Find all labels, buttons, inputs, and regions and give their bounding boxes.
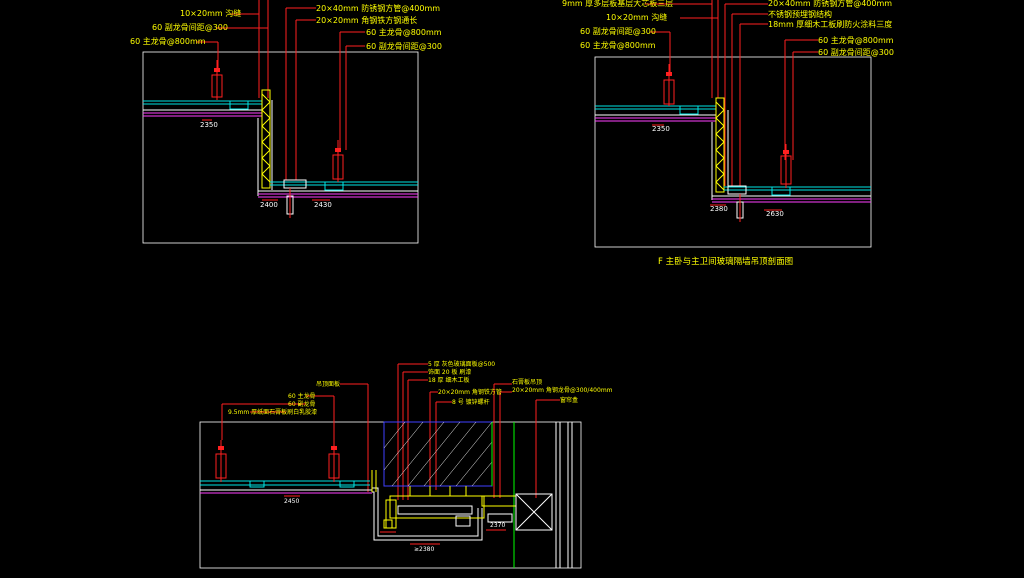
detail-a-label-7: 60 副龙骨间距@300 xyxy=(366,41,442,51)
detail-c xyxy=(199,363,582,569)
detail-b xyxy=(594,0,872,248)
detail-c-beam xyxy=(383,421,515,568)
detail-b-dim-2: 2380 xyxy=(710,205,728,213)
detail-b-leaders xyxy=(645,0,818,186)
detail-a-step-wall xyxy=(257,89,273,196)
detail-c-label-right-1: 石膏板吊顶 xyxy=(512,378,542,386)
detail-c-dim-2: 2370 xyxy=(490,522,505,529)
detail-c-accents xyxy=(371,470,377,492)
detail-b-step-wall xyxy=(711,97,729,200)
detail-b-labels: 9mm 厚多层板基层大芯板三层 10×20mm 沟缝 60 副龙骨间距@300 … xyxy=(562,0,894,267)
detail-b-dim-markers xyxy=(652,124,782,211)
detail-c-dim-1: 2450 xyxy=(284,498,299,505)
detail-c-label-left-4: 9.5mm 厚纸面石膏板刷白乳胶漆 xyxy=(228,408,317,416)
detail-c-label-left-2: 60 主龙骨 xyxy=(288,392,316,400)
detail-a-labels: 10×20mm 沟缝 60 副龙骨间距@300 60 主龙骨@800mm 20×… xyxy=(130,3,442,209)
detail-b-label-3: 60 副龙骨间距@300 xyxy=(580,26,656,36)
detail-b-upper-ceiling xyxy=(595,64,716,122)
detail-a-dim-markers xyxy=(202,119,330,201)
detail-a-leaders xyxy=(196,0,365,180)
detail-b-frame xyxy=(594,56,872,248)
detail-b-lower-ceiling xyxy=(712,144,871,222)
detail-b-hanger-1 xyxy=(663,64,675,106)
detail-c-label-left-3: 60 副龙骨 xyxy=(288,400,316,408)
detail-a-label-6: 60 主龙骨@800mm xyxy=(366,27,442,37)
detail-b-caption: F 主卧与主卫间玻璃隔墙吊顶剖面图 xyxy=(658,256,793,267)
detail-a-hanger-2 xyxy=(332,140,344,182)
detail-b-label-8: 60 主龙骨@800mm xyxy=(818,35,894,45)
detail-a-label-4: 20×40mm 防锈钢方管@400mm xyxy=(316,3,440,13)
detail-b-label-9: 60 副龙骨间距@300 xyxy=(818,47,894,57)
detail-c-curtain-box xyxy=(481,422,573,568)
detail-b-label-7: 18mm 厚细木工板刷防火涂料三度 xyxy=(768,19,892,29)
detail-c-label-right-2: 20×20mm 角钢龙骨@300/400mm xyxy=(512,386,613,394)
detail-a-label-1: 10×20mm 沟缝 xyxy=(180,8,241,18)
detail-a-dim-3: 2430 xyxy=(314,201,332,209)
detail-c-label-mid-5: 8 号 镀锌螺杆 xyxy=(452,398,490,406)
detail-a-dim-1: 2350 xyxy=(200,121,218,129)
detail-c-hanger-1 xyxy=(215,440,227,482)
detail-c-label-mid-3: 18 厚 细木工板 xyxy=(428,376,469,384)
detail-c-label-right-3: 窗帘盒 xyxy=(560,396,578,404)
detail-b-label-1: 9mm 厚多层板基层大芯板三层 xyxy=(562,0,673,8)
detail-a-label-2: 60 副龙骨间距@300 xyxy=(152,22,228,32)
detail-a-label-3: 60 主龙骨@800mm xyxy=(130,36,206,46)
detail-b-dim-1: 2350 xyxy=(652,125,670,133)
detail-b-label-5: 20×40mm 防锈钢方管@400mm xyxy=(768,0,892,8)
detail-b-dim-3: 2630 xyxy=(766,210,784,218)
detail-c-bulkhead xyxy=(372,486,485,545)
detail-c-left-ceiling xyxy=(200,440,372,497)
detail-c-label-mid-4: 20×20mm 角钢铁方管 xyxy=(438,388,502,396)
detail-a-dim-2: 2400 xyxy=(260,201,278,209)
detail-b-label-6: 不锈钢预埋钢结构 xyxy=(768,9,832,19)
detail-c-label-mid-2: 饰面 20 板 刷漆 xyxy=(428,368,471,376)
detail-c-labels: 吊顶面板 60 主龙骨 60 副龙骨 9.5mm 厚纸面石膏板刷白乳胶漆 5 厚… xyxy=(228,360,613,553)
detail-a-frame xyxy=(142,51,419,244)
detail-a-label-5: 20×20mm 角钢铁方钢通长 xyxy=(316,15,417,25)
detail-a xyxy=(142,0,419,244)
detail-c-frame xyxy=(199,421,582,569)
detail-b-label-2: 10×20mm 沟缝 xyxy=(606,12,667,22)
detail-c-hanger-2 xyxy=(328,440,340,482)
detail-c-label-mid-1: 5 厚 灰色玻璃面板@500 xyxy=(428,360,495,368)
detail-c-leaders xyxy=(221,363,560,500)
detail-a-upper-ceiling xyxy=(143,60,262,117)
detail-b-hanger-2 xyxy=(780,144,792,188)
detail-b-label-4: 60 主龙骨@800mm xyxy=(580,40,656,50)
detail-c-dim-3: ≥2380 xyxy=(414,546,434,553)
detail-a-hanger-1 xyxy=(211,60,223,100)
detail-a-lower-ceiling xyxy=(258,140,418,218)
detail-c-label-left-1: 吊顶面板 xyxy=(316,380,340,388)
